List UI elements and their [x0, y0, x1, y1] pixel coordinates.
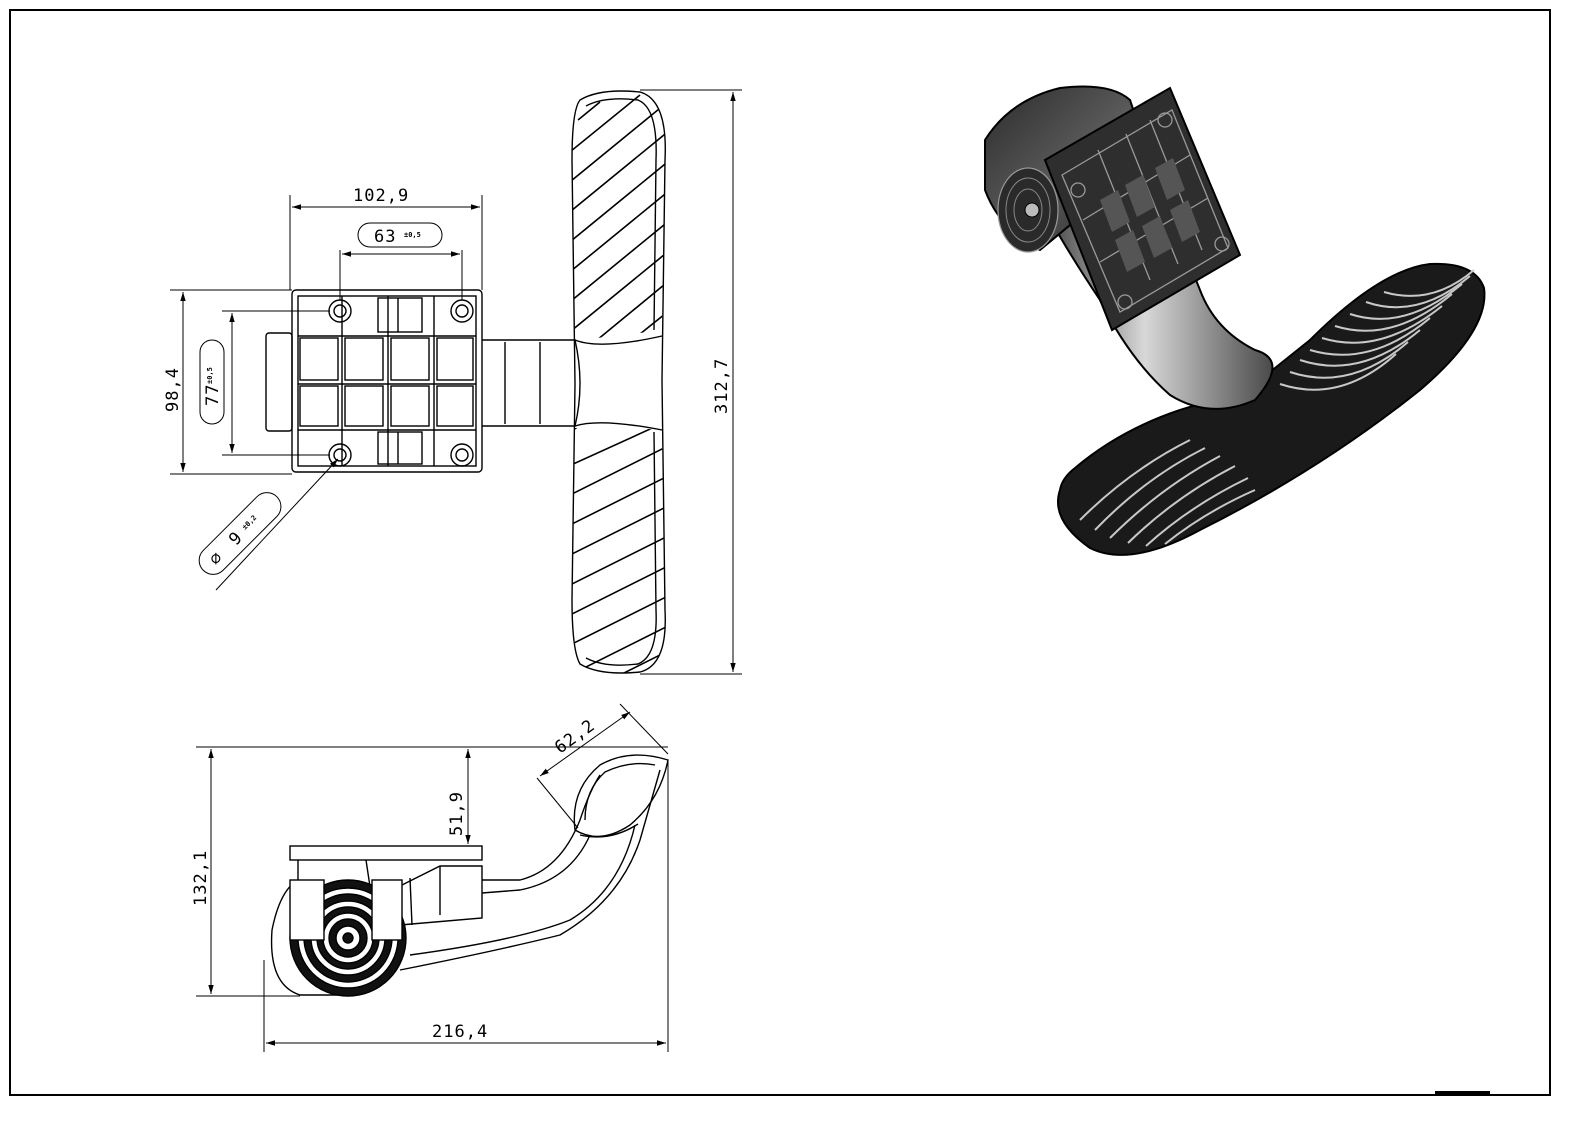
- dim-hole-spacing-y-tol: ±0,5: [206, 367, 214, 384]
- side-view-labels: 132,1 51,9 62,2 216,4: [191, 715, 599, 1042]
- plate-grid: [298, 296, 476, 466]
- pad-ribs-top: [572, 94, 666, 340]
- dim-side-height-overall: 132,1: [191, 850, 211, 906]
- dim-hole-spacing-y: 77: [203, 384, 223, 406]
- sheet-border: [9, 9, 1551, 1096]
- top-view-labels: 102,9 63 ±0,5 98,4 77 ±0,5 ⌀ 9 ±0,2 312,…: [163, 186, 732, 575]
- dim-hole-diameter: 9: [225, 528, 247, 550]
- pad-ribs-bottom: [572, 427, 666, 673]
- pedal-stem: [482, 339, 581, 427]
- dim-width-overall: 102,9: [353, 186, 409, 206]
- dim-pedal-length: 312,7: [712, 358, 732, 414]
- isometric-render: [984, 85, 1486, 556]
- dim-hole-diameter-symbol: ⌀: [205, 547, 227, 569]
- side-arm: [482, 774, 601, 881]
- pedal-pad: [571, 90, 666, 674]
- diameter-callout-frame: [198, 492, 282, 575]
- side-pad: [573, 754, 669, 838]
- top-view: [265, 90, 666, 674]
- dim-hole-spacing-x-tol: ±0,5: [404, 231, 421, 239]
- iso-pad: [1057, 262, 1486, 556]
- mounting-holes: [328, 299, 474, 467]
- plate-tab: [265, 332, 293, 432]
- dim-length-overall: 216,4: [432, 1022, 488, 1042]
- dim-hole-spacing-x: 63: [374, 227, 396, 247]
- side-plate: [289, 845, 483, 861]
- dim-pad-width: 62,2: [551, 715, 599, 758]
- side-view: [270, 754, 669, 997]
- top-view-dimensions: [170, 89, 742, 675]
- side-view-dimensions: [196, 703, 669, 1052]
- dim-plate-height: 51,9: [447, 791, 467, 836]
- dim-height-overall: 98,4: [163, 367, 183, 412]
- dim-hole-diameter-tol: ±0,2: [241, 514, 259, 532]
- spring-mechanism: [289, 879, 407, 997]
